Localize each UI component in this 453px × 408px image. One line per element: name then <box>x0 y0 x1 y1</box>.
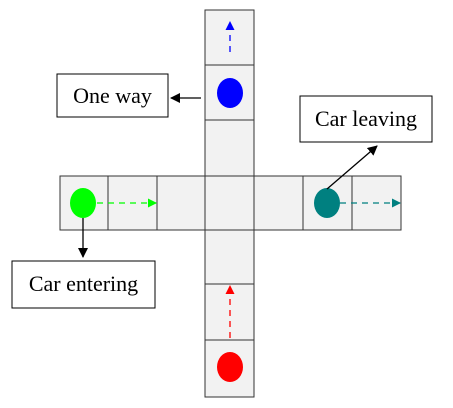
teal-car <box>314 188 340 218</box>
road-cell <box>253 175 304 231</box>
car-entering-label: Car entering <box>29 271 138 296</box>
one-way-label: One way <box>73 83 152 108</box>
car-leaving-label: Car leaving <box>315 106 417 131</box>
car-leaving-pointer-arrow <box>326 145 378 190</box>
green-car <box>70 188 96 218</box>
horizontal-road <box>59 175 402 231</box>
car-leaving-label-box: Car leaving <box>299 95 433 143</box>
vertical-road <box>204 9 255 398</box>
car-entering-label-box: Car entering <box>11 260 156 309</box>
one-way-label-box: One way <box>56 73 169 118</box>
road-cell <box>204 229 255 285</box>
red-car <box>217 352 243 382</box>
intersection-cell <box>204 175 255 231</box>
blue-car <box>217 78 243 108</box>
road-cell <box>156 175 206 231</box>
road-cell <box>204 119 255 177</box>
